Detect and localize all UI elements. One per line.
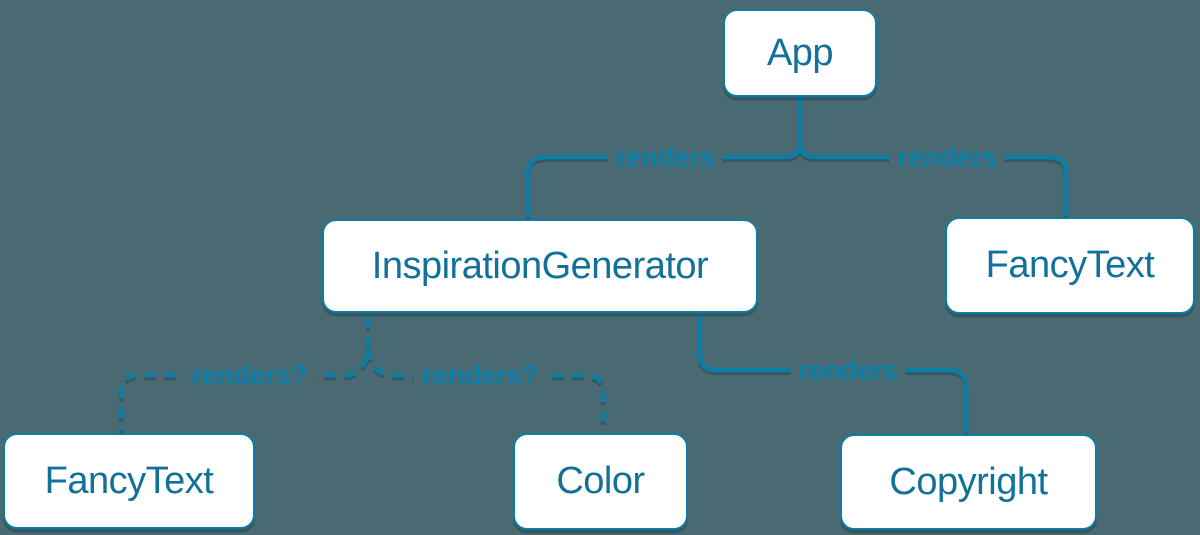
edge-label-renders-right: renders [889, 142, 1005, 174]
edge-label-renders-question-right: renders? [414, 360, 546, 392]
node-fancy-text-top-label: FancyText [985, 244, 1155, 286]
edge-app-to-fancytext [797, 142, 1069, 216]
node-app-label: App [766, 31, 834, 74]
node-app: App [723, 9, 877, 97]
node-inspiration-generator-label: InspirationGenerator [371, 244, 709, 287]
node-color: Color [513, 433, 688, 530]
node-color-label: Color [556, 460, 645, 502]
node-copyright: Copyright [840, 434, 1097, 530]
node-fancy-text-bottom: FancyText [3, 433, 255, 529]
edge-label-renders-bottom: renders [790, 355, 906, 387]
node-inspiration-generator: InspirationGenerator [322, 219, 758, 313]
node-fancy-text-top: FancyText [945, 217, 1195, 314]
edge-label-renders-left: renders [607, 142, 723, 174]
edge-label-renders-question-left: renders? [183, 360, 315, 392]
node-copyright-label: Copyright [889, 460, 1048, 503]
node-fancy-text-bottom-label: FancyText [44, 459, 214, 502]
